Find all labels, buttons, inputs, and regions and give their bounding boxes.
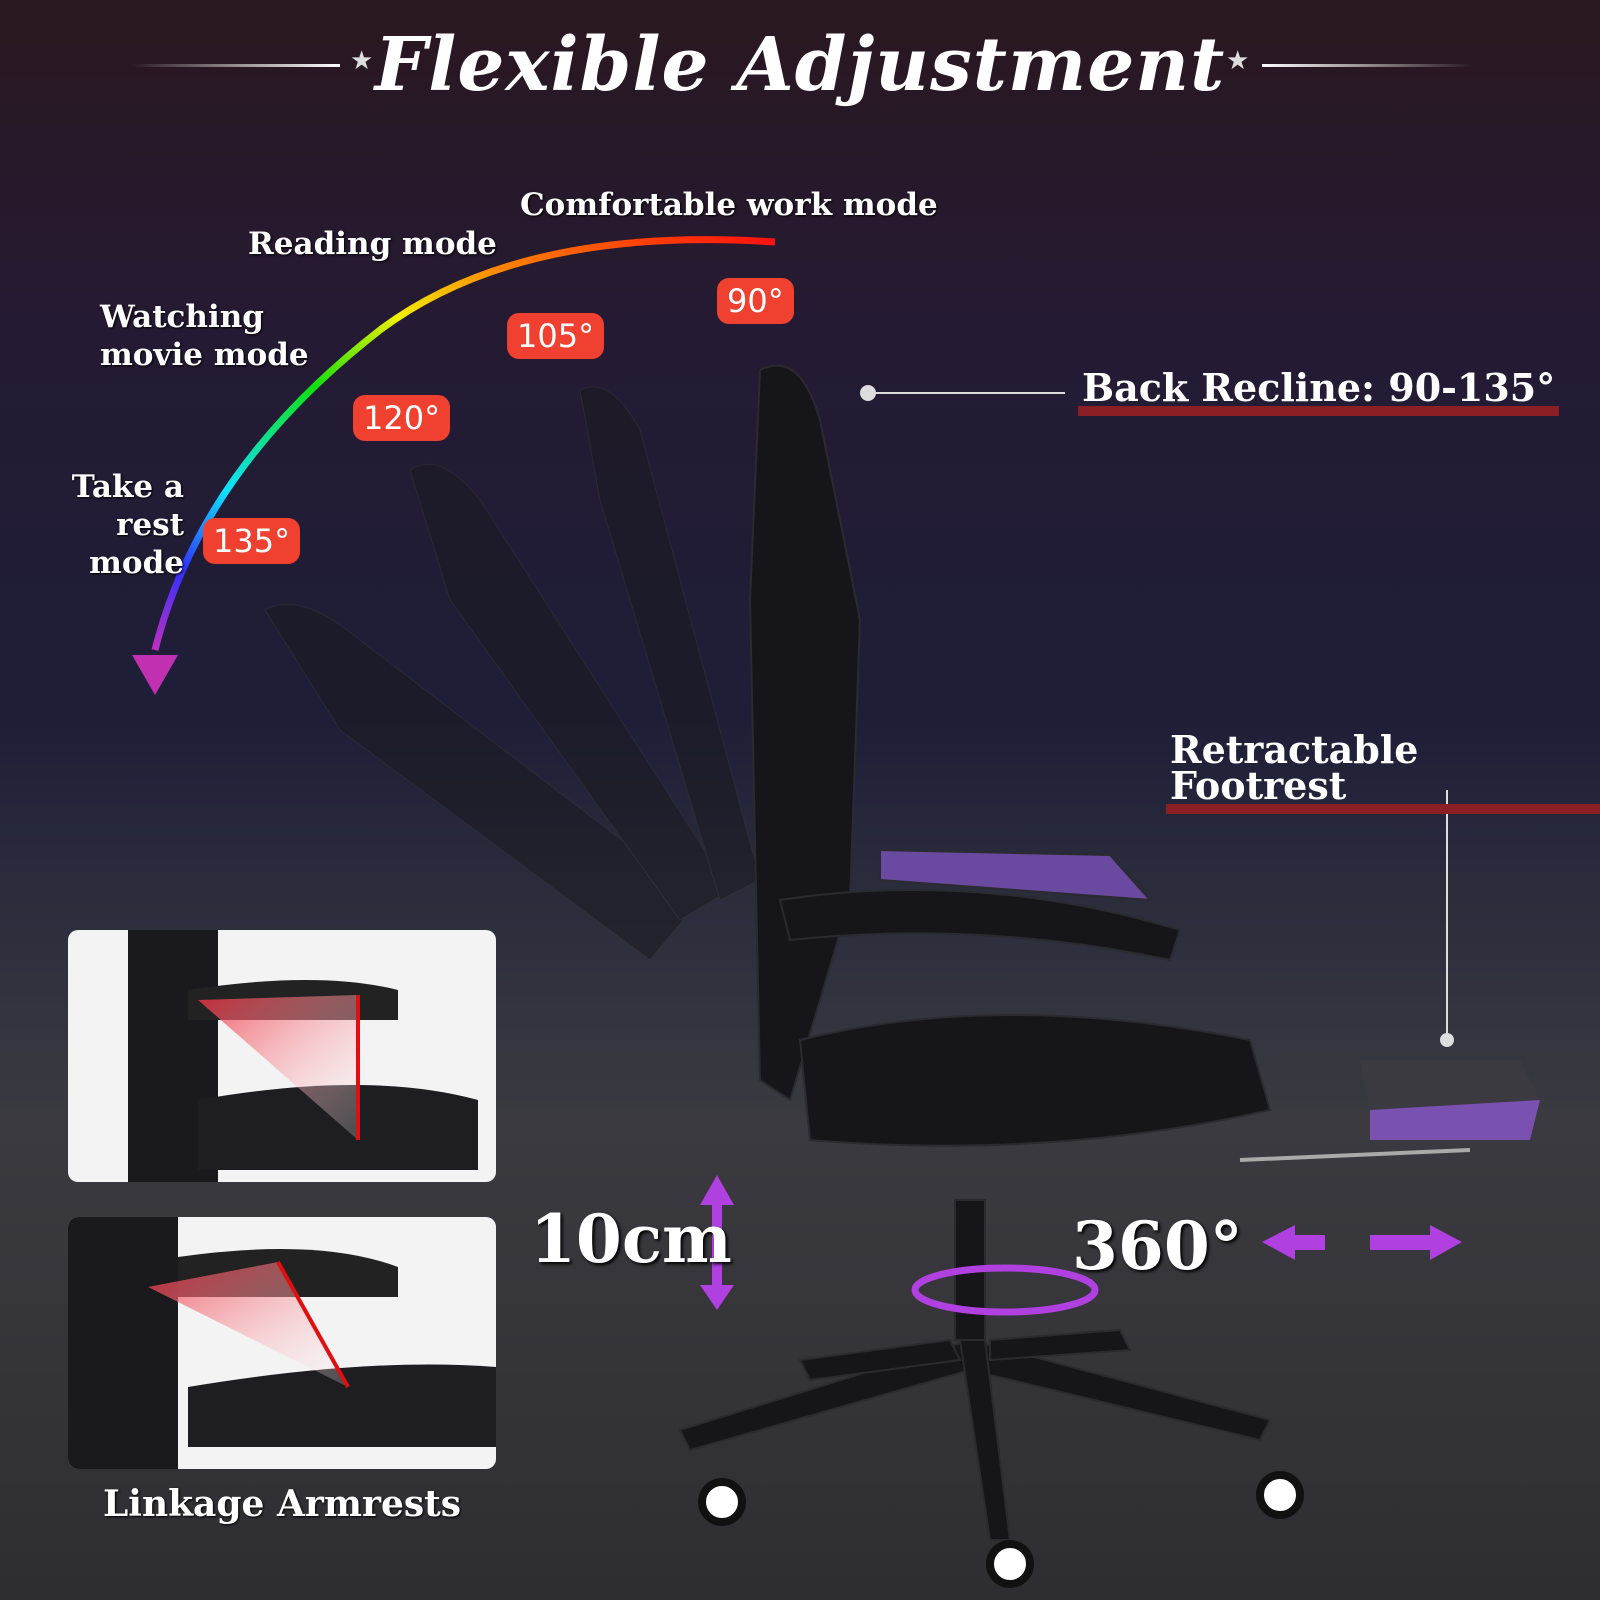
footrest-label: Retractable Footrest (1166, 731, 1600, 814)
back-recline-label: Back Recline: 90-135° (1078, 369, 1560, 416)
mode-label-rest-line1: Take a (71, 469, 184, 505)
armrest-photo (68, 1217, 496, 1469)
mode-label-movie-line2: movie mode (100, 337, 309, 373)
mode-label-work: Comfortable work mode (520, 187, 938, 223)
mode-label-movie-line1: Watching (100, 299, 264, 335)
mode-label-reading: Reading mode (248, 226, 497, 262)
armrests-label: Linkage Armrests (102, 1483, 462, 1525)
angle-badge-135: 135° (203, 518, 301, 564)
angle-badge-105: 105° (507, 313, 605, 359)
star-icon: ★ (1226, 46, 1250, 76)
star-icon: ★ (350, 46, 374, 76)
armrest-inset-bottom (68, 1217, 496, 1469)
title-line-left (130, 64, 340, 67)
mode-label-rest: Take a rest mode (22, 468, 184, 582)
armrest-photo (128, 930, 478, 1182)
angle-badge-120: 120° (353, 395, 451, 441)
mode-label-movie: Watching movie mode (100, 298, 309, 374)
armrest-inset-top (68, 930, 496, 1182)
title-line-right (1262, 64, 1472, 67)
mode-label-rest-line2: rest mode (89, 507, 184, 581)
page-title: Flexible Adjustment (374, 22, 1226, 108)
height-adjust-label: 10cm (530, 1200, 732, 1278)
angle-badge-90: 90° (717, 278, 794, 324)
swivel-label: 360° (1072, 1207, 1243, 1285)
